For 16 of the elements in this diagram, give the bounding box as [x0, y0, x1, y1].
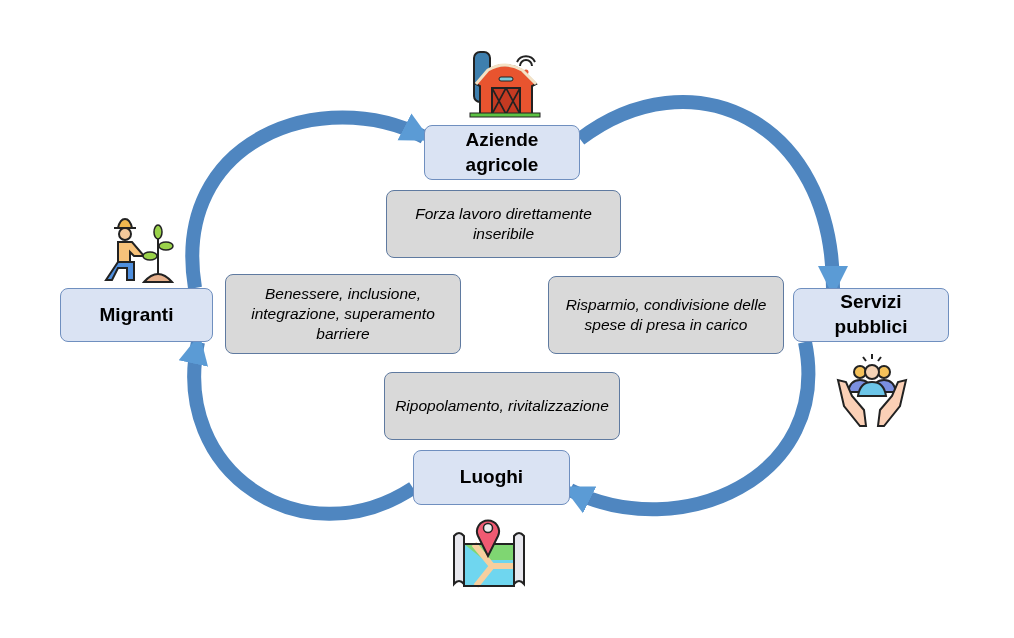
benefit-box — [548, 276, 784, 354]
benefit-text: Risparmio, condivisione delle spese di presa in carico — [564, 294, 768, 335]
benefit-box — [384, 372, 620, 440]
actor-label: Aziende agricole — [464, 127, 540, 177]
benefit-box — [386, 190, 621, 258]
benefit-text: Forza lavoro direttamente inseribile — [414, 203, 593, 244]
benefit-text: Ripopolamento, rivitalizzazione — [395, 395, 609, 416]
actor-box — [60, 288, 213, 342]
actor-label: Servizi pubblici — [833, 290, 909, 339]
actor-box — [793, 288, 949, 342]
actor-box — [413, 450, 570, 505]
actor-label: Migranti — [99, 302, 174, 327]
benefit-box — [225, 274, 461, 354]
actor-label: Luoghi — [459, 465, 524, 490]
actor-box — [424, 125, 580, 180]
benefit-text: Benessere, inclusione, integrazione, superamento barriere — [250, 283, 436, 345]
